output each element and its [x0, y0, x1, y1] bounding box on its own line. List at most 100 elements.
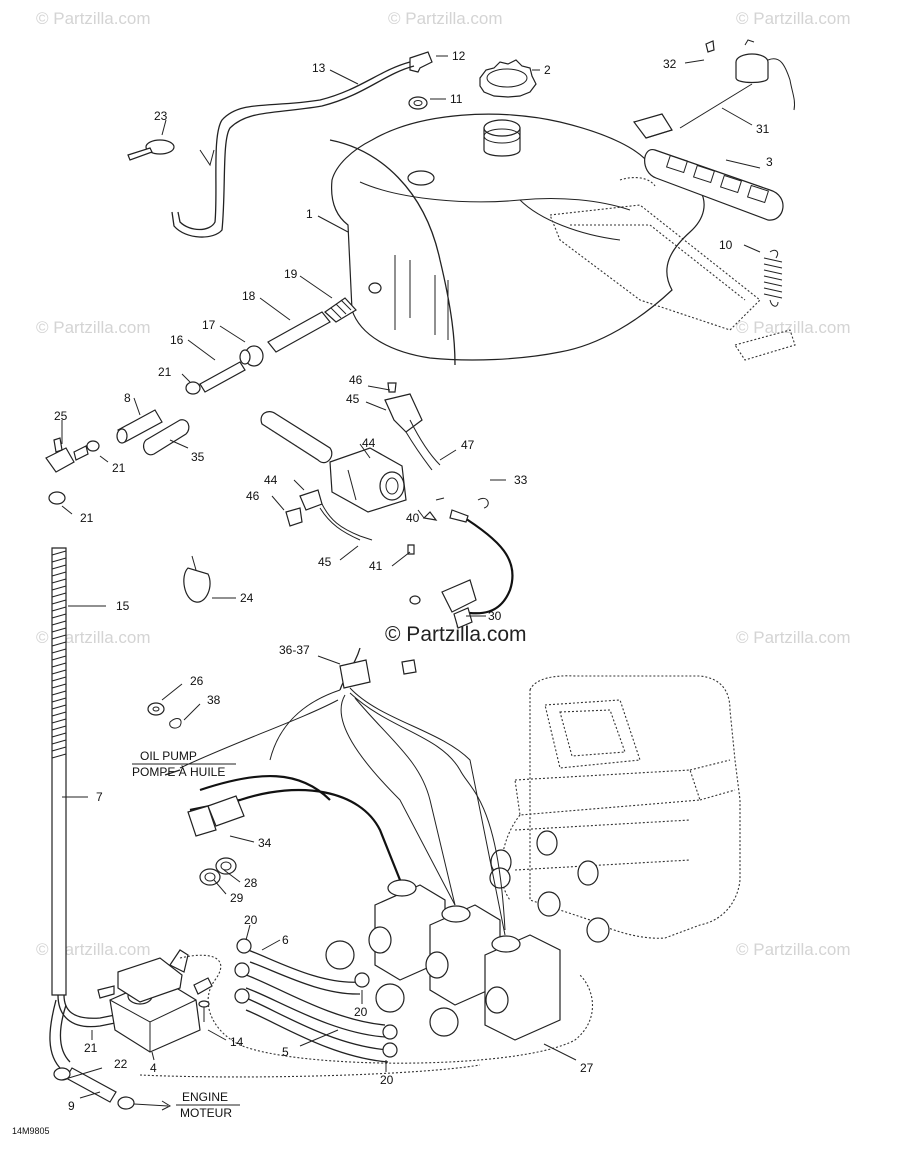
callout-2: 2 [544, 63, 551, 77]
callout-25: 25 [54, 409, 68, 423]
fuel-level-sender [679, 39, 795, 129]
fuel-filter-elbow [45, 437, 89, 473]
callout-12: 12 [452, 49, 466, 63]
callout-23: 23 [154, 109, 168, 123]
set-screw [407, 544, 415, 555]
fuel-outlet-assembly [199, 297, 357, 393]
hose-clamp [382, 1042, 398, 1058]
intake-port [577, 860, 599, 886]
callout-34: 34 [258, 836, 272, 850]
callout-21: 21 [158, 365, 172, 379]
callout-18: 18 [242, 289, 256, 303]
callout-20: 20 [380, 1073, 394, 1087]
hose-clamp [234, 962, 250, 978]
intake-port [536, 830, 558, 856]
callout-46: 46 [246, 489, 260, 503]
washer [147, 702, 165, 716]
callout-3: 3 [766, 155, 773, 169]
vent-elbow [409, 51, 433, 73]
hose-clamp [234, 988, 250, 1004]
grommet [408, 96, 428, 110]
o-ring [199, 868, 221, 886]
fuel-tank [330, 113, 796, 361]
cable-adjuster [449, 509, 469, 523]
callout-21: 21 [80, 511, 94, 525]
hose-clamp [354, 972, 370, 988]
callout-32: 32 [663, 57, 677, 71]
callout-21: 21 [112, 461, 126, 475]
callout-42: 46 [349, 373, 363, 387]
oil-pump-note: OIL PUMP POMPE À HUILE [132, 749, 236, 779]
oil-pump-label-en: OIL PUMP [140, 749, 197, 763]
oil-seal [215, 857, 237, 875]
callout-33: 33 [514, 473, 528, 487]
cable-bracket [441, 579, 477, 613]
callout-5: 5 [282, 1045, 289, 1059]
carburetor-assembly [325, 879, 561, 1041]
engine-note: ENGINE MOTEUR [176, 1090, 240, 1120]
callout-35: 35 [191, 450, 205, 464]
callout-17: 17 [202, 318, 216, 332]
callout-6: 6 [282, 933, 289, 947]
watermark: © Partzilla.com [36, 318, 151, 337]
callout-22: 22 [114, 1057, 128, 1071]
callout-28: 28 [244, 876, 258, 890]
sender-float [632, 113, 673, 139]
watermark: © Partzilla.com [36, 9, 151, 28]
callout-27: 27 [580, 1061, 594, 1075]
callout-11: 11 [450, 92, 463, 106]
cable-junction [339, 659, 371, 689]
leader-lines [61, 55, 761, 1099]
throttle-lever [384, 393, 423, 433]
tension-spring [763, 249, 783, 307]
callout-44: 44 [264, 473, 278, 487]
spiral-wrap [51, 547, 67, 996]
callout-numbers: 2 12 11 13 23 32 31 3 10 1 19 18 17 16 2… [54, 49, 773, 1113]
pulse-hose [65, 1067, 117, 1103]
callout-14: 14 [230, 1035, 244, 1049]
callout-13: 13 [312, 61, 326, 75]
rubber-flange [586, 917, 610, 943]
carburetor-fuel-hoses [245, 949, 389, 1063]
callout-29: 29 [230, 891, 244, 905]
engine-block-outline [500, 675, 741, 939]
cable-end [401, 659, 417, 675]
rubber-flange [537, 891, 561, 917]
hose-clamp [236, 938, 252, 954]
hose-clamp [86, 440, 100, 452]
callout-30: 30 [488, 609, 502, 623]
callout-24: 24 [240, 591, 254, 605]
callout-38: 38 [207, 693, 221, 707]
callout-26: 26 [190, 674, 204, 688]
retainer-plate [644, 149, 784, 221]
fuel-pump [97, 949, 213, 1053]
callout-43: 41 [369, 559, 383, 573]
callout-20: 20 [244, 913, 258, 927]
callout-15: 15 [116, 599, 130, 613]
tie-clamp [127, 139, 175, 161]
cable-housing [187, 805, 217, 837]
switch-cap [285, 507, 303, 527]
watermark: © Partzilla.com [736, 628, 851, 647]
watermark: © Partzilla.com [736, 940, 851, 959]
callout-40: 44 [362, 436, 376, 450]
callout-31: 31 [756, 122, 770, 136]
callout-10: 10 [719, 238, 733, 252]
watermark: © Partzilla.com [736, 318, 851, 337]
callout-1: 1 [306, 207, 313, 221]
callout-9: 9 [68, 1099, 75, 1113]
callout-36-37: 36-37 [279, 643, 310, 657]
callout-39: 40 [406, 511, 420, 525]
watermark: © Partzilla.com [736, 9, 851, 28]
fuel-cap [479, 59, 537, 98]
callout-16: 16 [170, 333, 184, 347]
engine-label-en: ENGINE [182, 1090, 228, 1104]
oil-pump-label-fr: POMPE À HUILE [132, 764, 225, 779]
engine-label-fr: MOTEUR [180, 1106, 232, 1120]
tank-vent-port [407, 170, 435, 186]
callout-8: 8 [124, 391, 131, 405]
vent-hose [177, 61, 411, 231]
tank-outlet-port [368, 282, 382, 294]
diagram-code: 14M9805 [12, 1126, 50, 1136]
